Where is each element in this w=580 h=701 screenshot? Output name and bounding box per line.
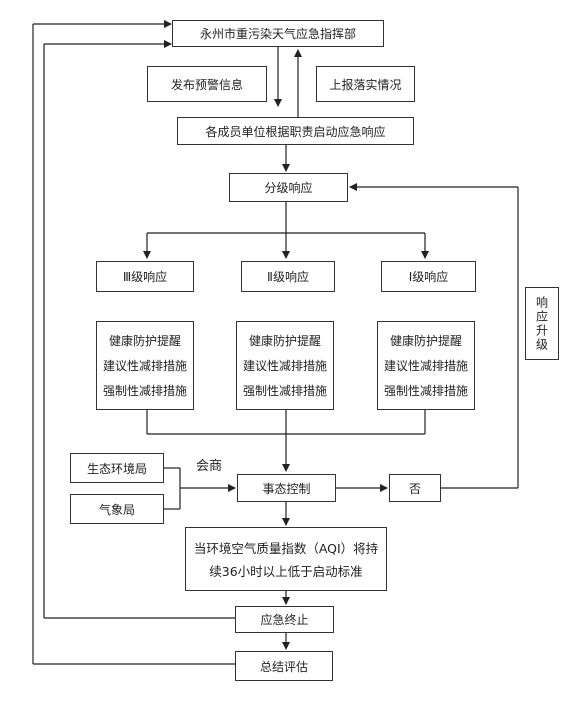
publish-warning-label: 发布预警信息 — [170, 77, 243, 92]
response-upgrade-box: 响应升级 — [525, 287, 559, 360]
aqi-condition-box: 当环境空气质量指数（AQI）将持 续36小时以上低于启动标准 — [185, 527, 387, 591]
level2-response-label: Ⅱ级响应 — [267, 270, 309, 284]
level3-response-box: Ⅲ级响应 — [96, 261, 194, 292]
level3-measures-box: 健康防护提醒 建议性减排措施 强制性减排措施 — [96, 321, 194, 410]
eco-bureau-box: 生态环境局 — [70, 453, 164, 483]
aqi-condition-line1: 当环境空气质量指数（AQI）将持 — [193, 541, 379, 556]
member-units-label: 各成员单位根据职责启动应急响应 — [205, 124, 386, 139]
advisory-reduction-label: 建议性减排措施 — [242, 359, 327, 373]
advisory-reduction-label: 建议性减排措施 — [383, 359, 468, 373]
level1-measures-box: 健康防护提醒 建议性减排措施 强制性减排措施 — [377, 321, 475, 410]
consultation-label: 会商 — [196, 459, 223, 474]
mandatory-reduction-label: 强制性减排措施 — [383, 384, 468, 398]
graded-response-box: 分级响应 — [229, 173, 348, 202]
no-decision-label: 否 — [408, 481, 421, 496]
level1-response-box: Ⅰ级响应 — [381, 261, 476, 292]
emergency-end-label: 应急终止 — [260, 613, 309, 627]
level2-measures-box: 健康防护提醒 建议性减排措施 强制性减排措施 — [236, 321, 334, 410]
summary-evaluation-label: 总结评估 — [259, 659, 308, 674]
command-hq-box: 永州市重污染天气应急指挥部 — [172, 20, 384, 47]
report-status-label: 上报落实情况 — [329, 77, 402, 92]
advisory-reduction-label: 建议性减排措施 — [102, 359, 187, 373]
mandatory-reduction-label: 强制性减排措施 — [102, 384, 187, 398]
level2-response-box: Ⅱ级响应 — [241, 261, 335, 292]
level1-response-label: Ⅰ级响应 — [408, 270, 449, 284]
weather-bureau-box: 气象局 — [70, 494, 164, 524]
health-reminder-label: 健康防护提醒 — [389, 334, 462, 348]
mandatory-reduction-label: 强制性减排措施 — [242, 384, 327, 398]
health-reminder-label: 健康防护提醒 — [108, 334, 181, 348]
publish-warning-box: 发布预警信息 — [147, 66, 267, 102]
weather-bureau-label: 气象局 — [98, 502, 135, 517]
situation-control-label: 事态控制 — [262, 481, 311, 496]
response-upgrade-label: 响应升级 — [534, 295, 549, 352]
command-hq-label: 永州市重污染天气应急指挥部 — [199, 27, 356, 41]
situation-control-box: 事态控制 — [237, 474, 336, 502]
graded-response-label: 分级响应 — [264, 181, 313, 195]
health-reminder-label: 健康防护提醒 — [248, 334, 321, 348]
level3-response-label: Ⅲ级响应 — [122, 270, 168, 284]
report-status-box: 上报落实情况 — [316, 66, 415, 102]
member-units-box: 各成员单位根据职责启动应急响应 — [177, 117, 414, 145]
eco-bureau-label: 生态环境局 — [86, 461, 147, 476]
summary-evaluation-box: 总结评估 — [235, 651, 333, 681]
aqi-condition-line2: 续36小时以上低于启动标准 — [209, 564, 363, 579]
emergency-end-box: 应急终止 — [235, 606, 334, 633]
no-decision-box: 否 — [389, 474, 441, 502]
